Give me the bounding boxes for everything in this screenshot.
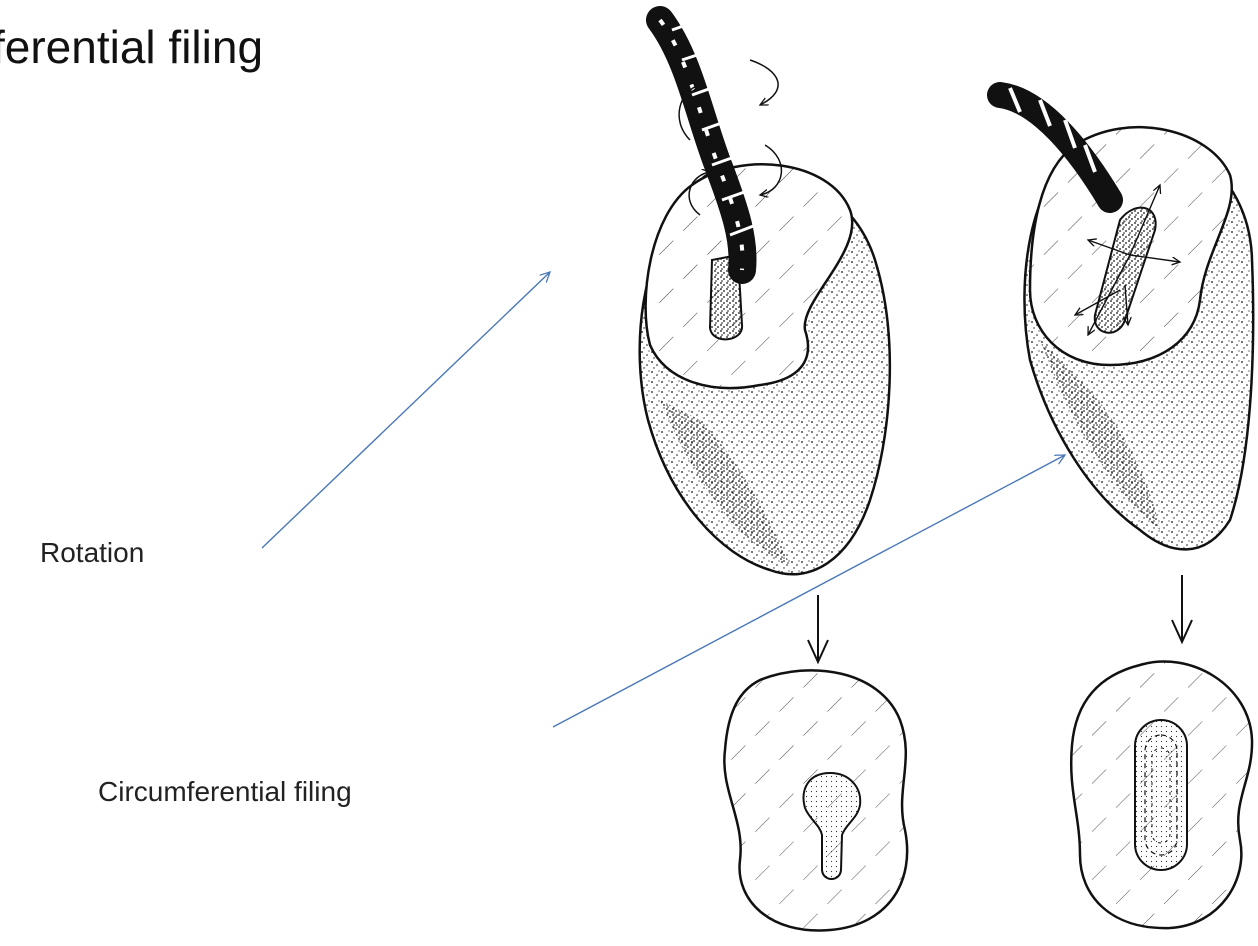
stone-circumferential: [1000, 88, 1253, 642]
rotation-pointer-arrow: [262, 272, 550, 548]
section-keyhole: [720, 660, 920, 940]
stone-rotation: [640, 20, 890, 662]
elongated-slot-shape: [1135, 720, 1187, 870]
section-elongated: [1060, 640, 1258, 940]
